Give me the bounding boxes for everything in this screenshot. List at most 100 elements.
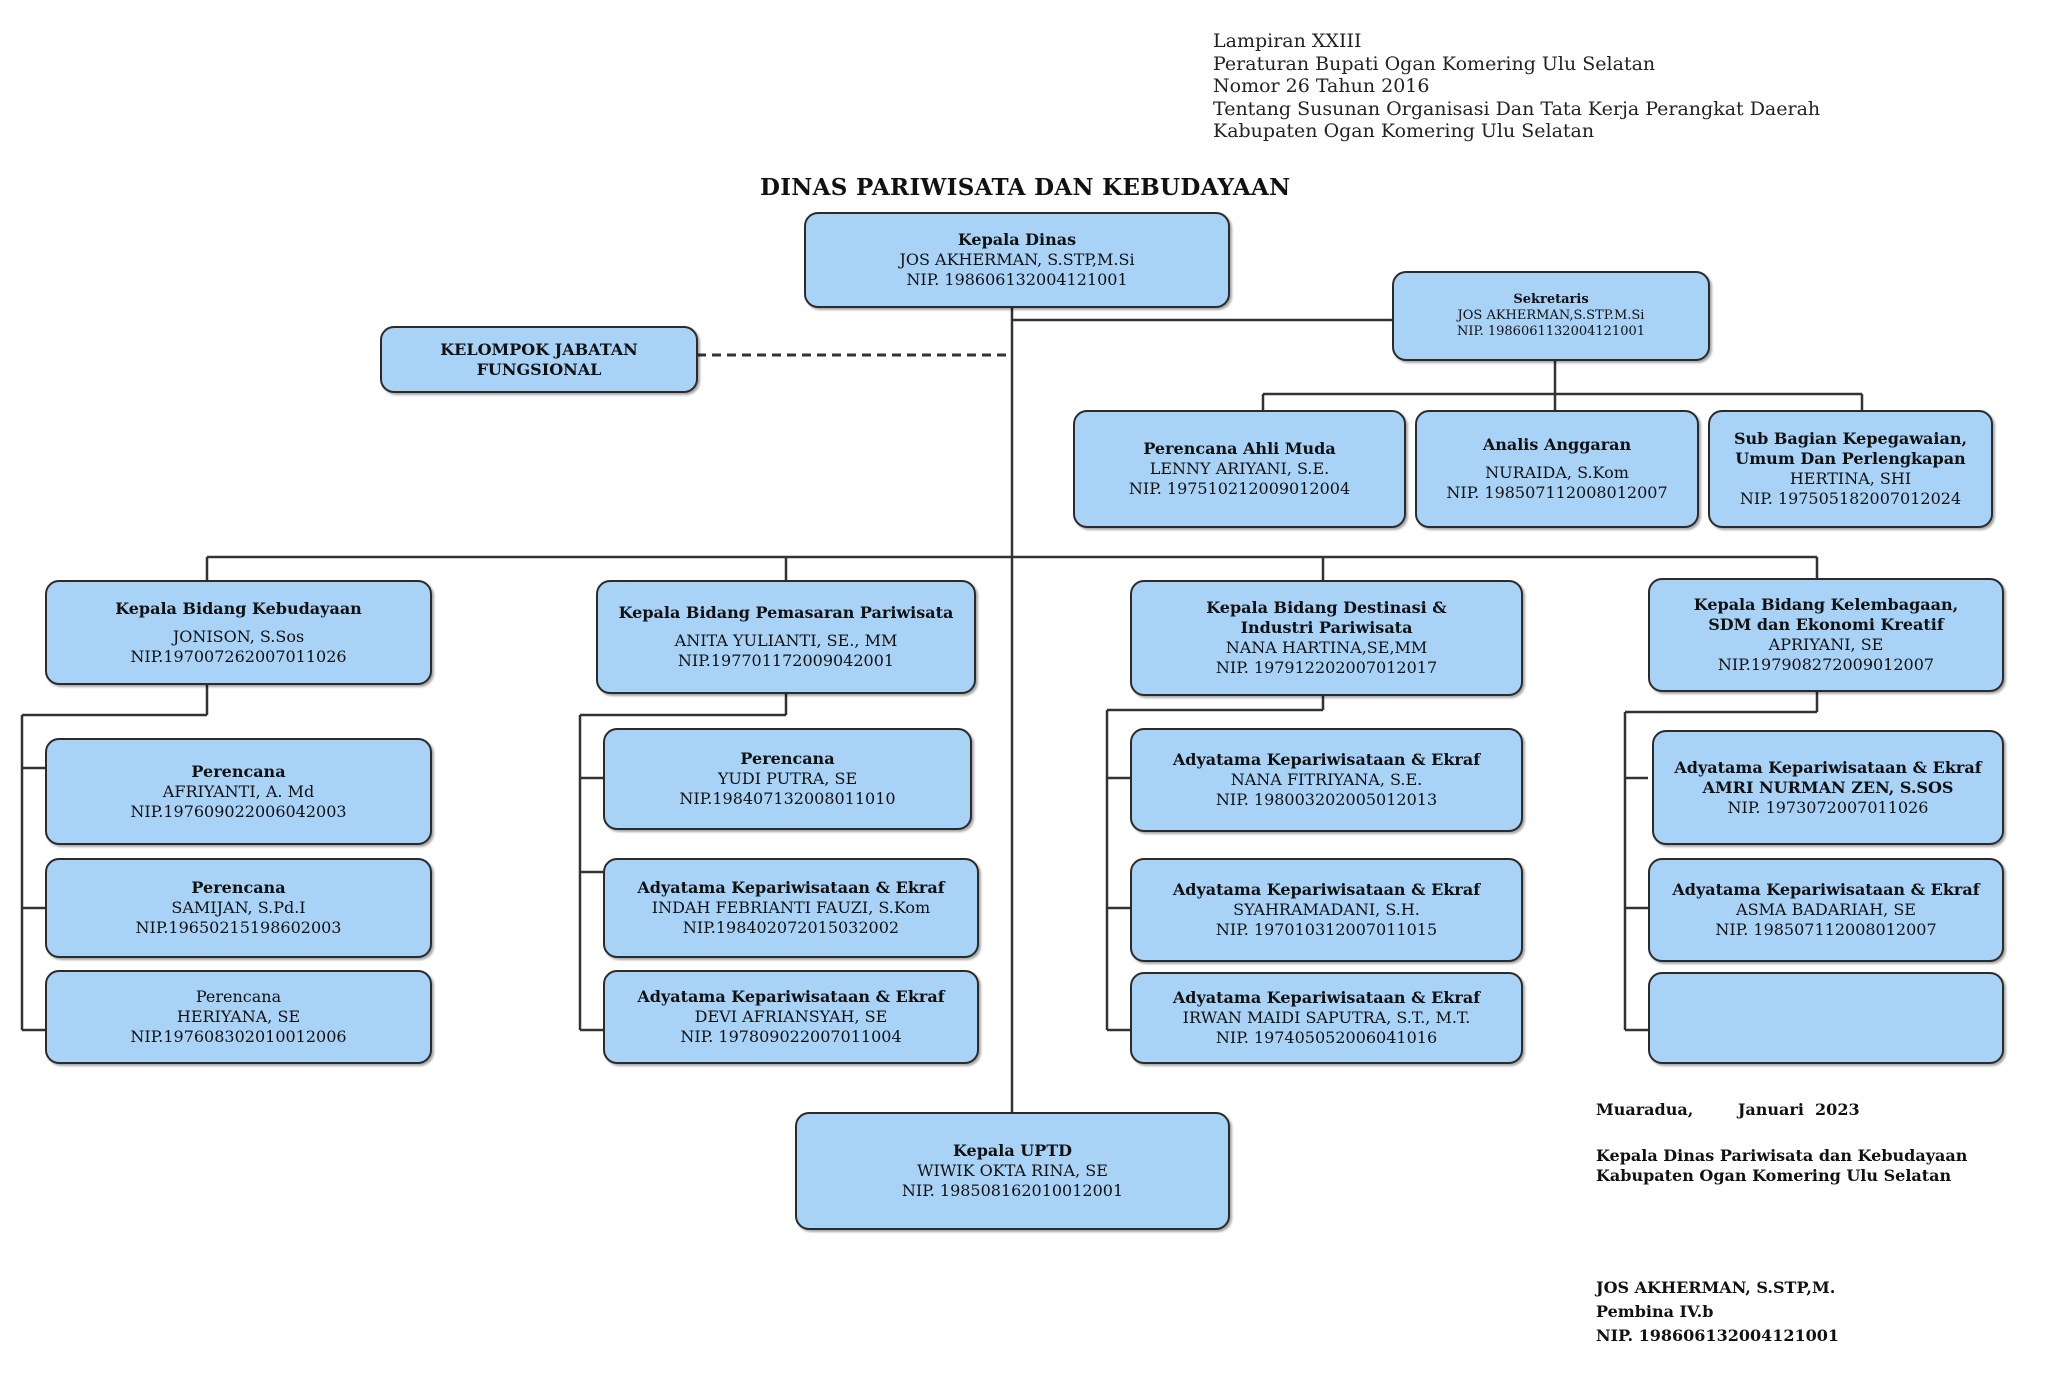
box-role: Sub Bagian Kepegawaian, Umum Dan Perleng… [1733, 429, 1968, 468]
box-role: Kepala Bidang Pemasaran Pariwisata [618, 603, 954, 622]
box-analis-anggaran: Analis Anggaran NURAIDA, S.Kom NIP. 1985… [1415, 410, 1699, 528]
box-kabid-pemasaran: Kepala Bidang Pemasaran Pariwisata ANITA… [596, 580, 976, 694]
box-nip: NIP.197701172009042001 [677, 651, 895, 670]
box-jabatan-fungsional: KELOMPOK JABATAN FUNGSIONAL [380, 326, 698, 393]
box-name: LENNY ARIYANI, S.E. [1149, 459, 1330, 478]
box-role: KELOMPOK JABATAN FUNGSIONAL [440, 339, 638, 379]
box-name: ANITA YULIANTI, SE., MM [674, 631, 898, 650]
box-name: NURAIDA, S.Kom [1485, 463, 1629, 482]
chart-title: DINAS PARIWISATA DAN KEBUDAYAAN [760, 174, 1291, 201]
header-line: Peraturan Bupati Ogan Komering Ulu Selat… [1213, 52, 1656, 75]
box-role: Kepala Bidang Kebudayaan [115, 598, 362, 618]
box-name: HERIYANA, SE [176, 1007, 301, 1026]
box-name: YUDI PUTRA, SE [717, 769, 858, 788]
header-line: Tentang Susunan Organisasi Dan Tata Kerj… [1213, 97, 1821, 120]
signature-nip: NIP. 198606132004121001 [1596, 1326, 1840, 1345]
box-nip: NIP. 197505182007012024 [1739, 489, 1962, 508]
box-name: NANA FITRIYANA, S.E. [1230, 770, 1423, 789]
box-staff-destinasi-3: Adyatama Kepariwisataan & Ekraf IRWAN MA… [1130, 972, 1523, 1064]
box-kabid-kebudayaan: Kepala Bidang Kebudayaan JONISON, S.Sos … [45, 580, 432, 685]
box-name: INDAH FEBRIANTI FAUZI, S.Kom [651, 898, 931, 917]
box-role: Kepala Bidang Kelembagaan, SDM dan Ekono… [1693, 595, 1959, 634]
box-name: SYAHRAMADANI, S.H. [1233, 900, 1420, 919]
signature-position-2: Kabupaten Ogan Komering Ulu Selatan [1596, 1166, 1952, 1185]
box-name: JONISON, S.Sos [172, 626, 305, 646]
box-role: Perencana [195, 987, 282, 1006]
box-kepala-uptd: Kepala UPTD WIWIK OKTA RINA, SE NIP. 198… [795, 1112, 1230, 1230]
box-role: Perencana [191, 878, 286, 897]
box-staff-kebudayaan-2: Perencana SAMIJAN, S.Pd.I NIP.1965021519… [45, 858, 432, 958]
box-role: Perencana Ahli Muda [1143, 439, 1336, 458]
box-role: Adyatama Kepariwisataan & Ekraf [1674, 757, 1982, 777]
header-line: Nomor 26 Tahun 2016 [1213, 75, 1430, 97]
box-perencana-ahli-muda: Perencana Ahli Muda LENNY ARIYANI, S.E. … [1073, 410, 1406, 528]
box-nip: NIP.196502151986020​03 [135, 918, 342, 937]
box-role: Kepala UPTD [952, 1141, 1073, 1160]
box-staff-pemasaran-2: Adyatama Kepariwisataan & Ekraf INDAH FE… [603, 858, 979, 958]
box-nip: NIP. 1973072007011026 [1727, 797, 1929, 817]
box-nip: NIP.197908272009012007 [1717, 655, 1935, 674]
box-role: Sekretaris [1513, 292, 1589, 307]
box-role: Adyatama Kepariwisataan & Ekraf [1172, 988, 1481, 1007]
signature-rank: Pembina IV.b [1596, 1302, 1714, 1321]
box-staff-kelembagaan-2: Adyatama Kepariwisataan & Ekraf ASMA BAD… [1648, 858, 2004, 962]
box-nip: NIP. 198606132004121001 [906, 270, 1128, 289]
box-staff-pemasaran-1: Perencana YUDI PUTRA, SE NIP.19840713200… [603, 728, 972, 830]
box-kabid-kelembagaan: Kepala Bidang Kelembagaan, SDM dan Ekono… [1648, 578, 2004, 692]
box-nip: NIP.198407132008011010 [679, 789, 896, 808]
box-staff-destinasi-1: Adyatama Kepariwisataan & Ekraf NANA FIT… [1130, 728, 1523, 832]
header-line: Lampiran XXIII [1213, 30, 1362, 52]
box-sekretaris: Sekretaris JOS AKHERMAN,S.STP.M.Si NIP. … [1392, 271, 1710, 361]
box-role: Analis Anggaran [1482, 435, 1632, 454]
box-role: Kepala Dinas [957, 230, 1077, 249]
box-name: HERTINA, SHI [1789, 469, 1912, 488]
box-name: IRWAN MAIDI SAPUTRA, S.T., M.T. [1182, 1008, 1471, 1027]
box-role: Kepala Bidang Destinasi & Industri Pariw… [1206, 598, 1447, 637]
box-nip: NIP. 198003202005012013 [1215, 790, 1438, 809]
box-staff-kebudayaan-1: Perencana AFRIYANTI, A. Md NIP.197609022… [45, 738, 432, 845]
box-staff-kelembagaan-empty [1648, 972, 2004, 1064]
box-nip: NIP. 198606113200412100​1 [1456, 324, 1646, 339]
box-staff-kebudayaan-3: Perencana HERIYANA, SE NIP.1976083020100… [45, 970, 432, 1064]
box-nip: NIP.197608302010012006 [130, 1027, 347, 1046]
box-name: SAMIJAN, S.Pd.I [171, 898, 306, 917]
box-kepala-dinas: Kepala Dinas JOS AKHERMAN, S.STP,M.Si NI… [804, 212, 1230, 308]
box-nip: NIP. 198508162010012001 [901, 1181, 1124, 1200]
box-nip: NIP. 197809022007011004 [680, 1027, 902, 1046]
box-nip: NIP. 197405052006041016 [1215, 1028, 1438, 1047]
box-role: Adyatama Kepariwisataan & Ekraf [637, 878, 945, 897]
box-name: JOS AKHERMAN,S.STP.M.Si [1457, 308, 1645, 323]
box-name: JOS AKHERMAN, S.STP,M.Si [899, 250, 1135, 269]
document-header: Lampiran XXIII Peraturan Bupati Ogan Kom… [1213, 30, 1820, 143]
box-nip: NIP.197007262007011026 [130, 646, 347, 666]
header-line: Kabupaten Ogan Komering Ulu Selatan [1213, 120, 1595, 142]
box-name: ASMA BADARIAH, SE [1736, 900, 1916, 919]
box-kabid-destinasi: Kepala Bidang Destinasi & Industri Pariw… [1130, 580, 1523, 696]
box-nip: NIP. 197510212009012004 [1128, 479, 1351, 498]
box-name: DEVI AFRIANSYAH, SE [694, 1007, 888, 1026]
box-name: APRIYANI, SE [1768, 635, 1884, 654]
box-role: Adyatama Kepariwisataan & Ekraf [1172, 750, 1481, 769]
box-nip: NIP. 197010312007011015 [1215, 920, 1438, 939]
signature-place-date: Muaradua, Januari 2023 [1596, 1100, 1860, 1119]
box-subbag-kepegawaian: Sub Bagian Kepegawaian, Umum Dan Perleng… [1708, 410, 1993, 528]
box-role: Adyatama Kepariwisataan & Ekraf [1672, 880, 1980, 899]
box-nip: NIP. 198507112008012007 [1715, 920, 1937, 939]
box-staff-kelembagaan-1: Adyatama Kepariwisataan & Ekraf AMRI NUR… [1652, 730, 2004, 845]
signature-name: JOS AKHERMAN, S.STP,M. [1596, 1278, 1836, 1297]
box-name: AFRIYANTI, A. Md [162, 781, 315, 801]
box-name: NANA HARTINA,SE,MM [1225, 638, 1428, 657]
box-nip: NIP.198402072015032002 [682, 918, 900, 937]
box-role: Perencana [740, 749, 835, 768]
box-role: Adyatama Kepariwisataan & Ekraf [637, 987, 945, 1006]
box-staff-destinasi-2: Adyatama Kepariwisataan & Ekraf SYAHRAMA… [1130, 858, 1523, 962]
box-nip: NIP. 198507112008012007 [1446, 483, 1668, 502]
signature-position-1: Kepala Dinas Pariwisata dan Kebudayaan [1596, 1146, 1968, 1165]
box-name: WIWIK OKTA RINA, SE [917, 1161, 1108, 1180]
box-nip: NIP.197609022006042003 [130, 801, 347, 821]
box-role: Adyatama Kepariwisataan & Ekraf [1172, 880, 1481, 899]
box-role: Perencana [191, 761, 286, 781]
box-staff-pemasaran-3: Adyatama Kepariwisataan & Ekraf DEVI AFR… [603, 970, 979, 1064]
box-nip: NIP. 197912202007012017 [1215, 658, 1438, 677]
